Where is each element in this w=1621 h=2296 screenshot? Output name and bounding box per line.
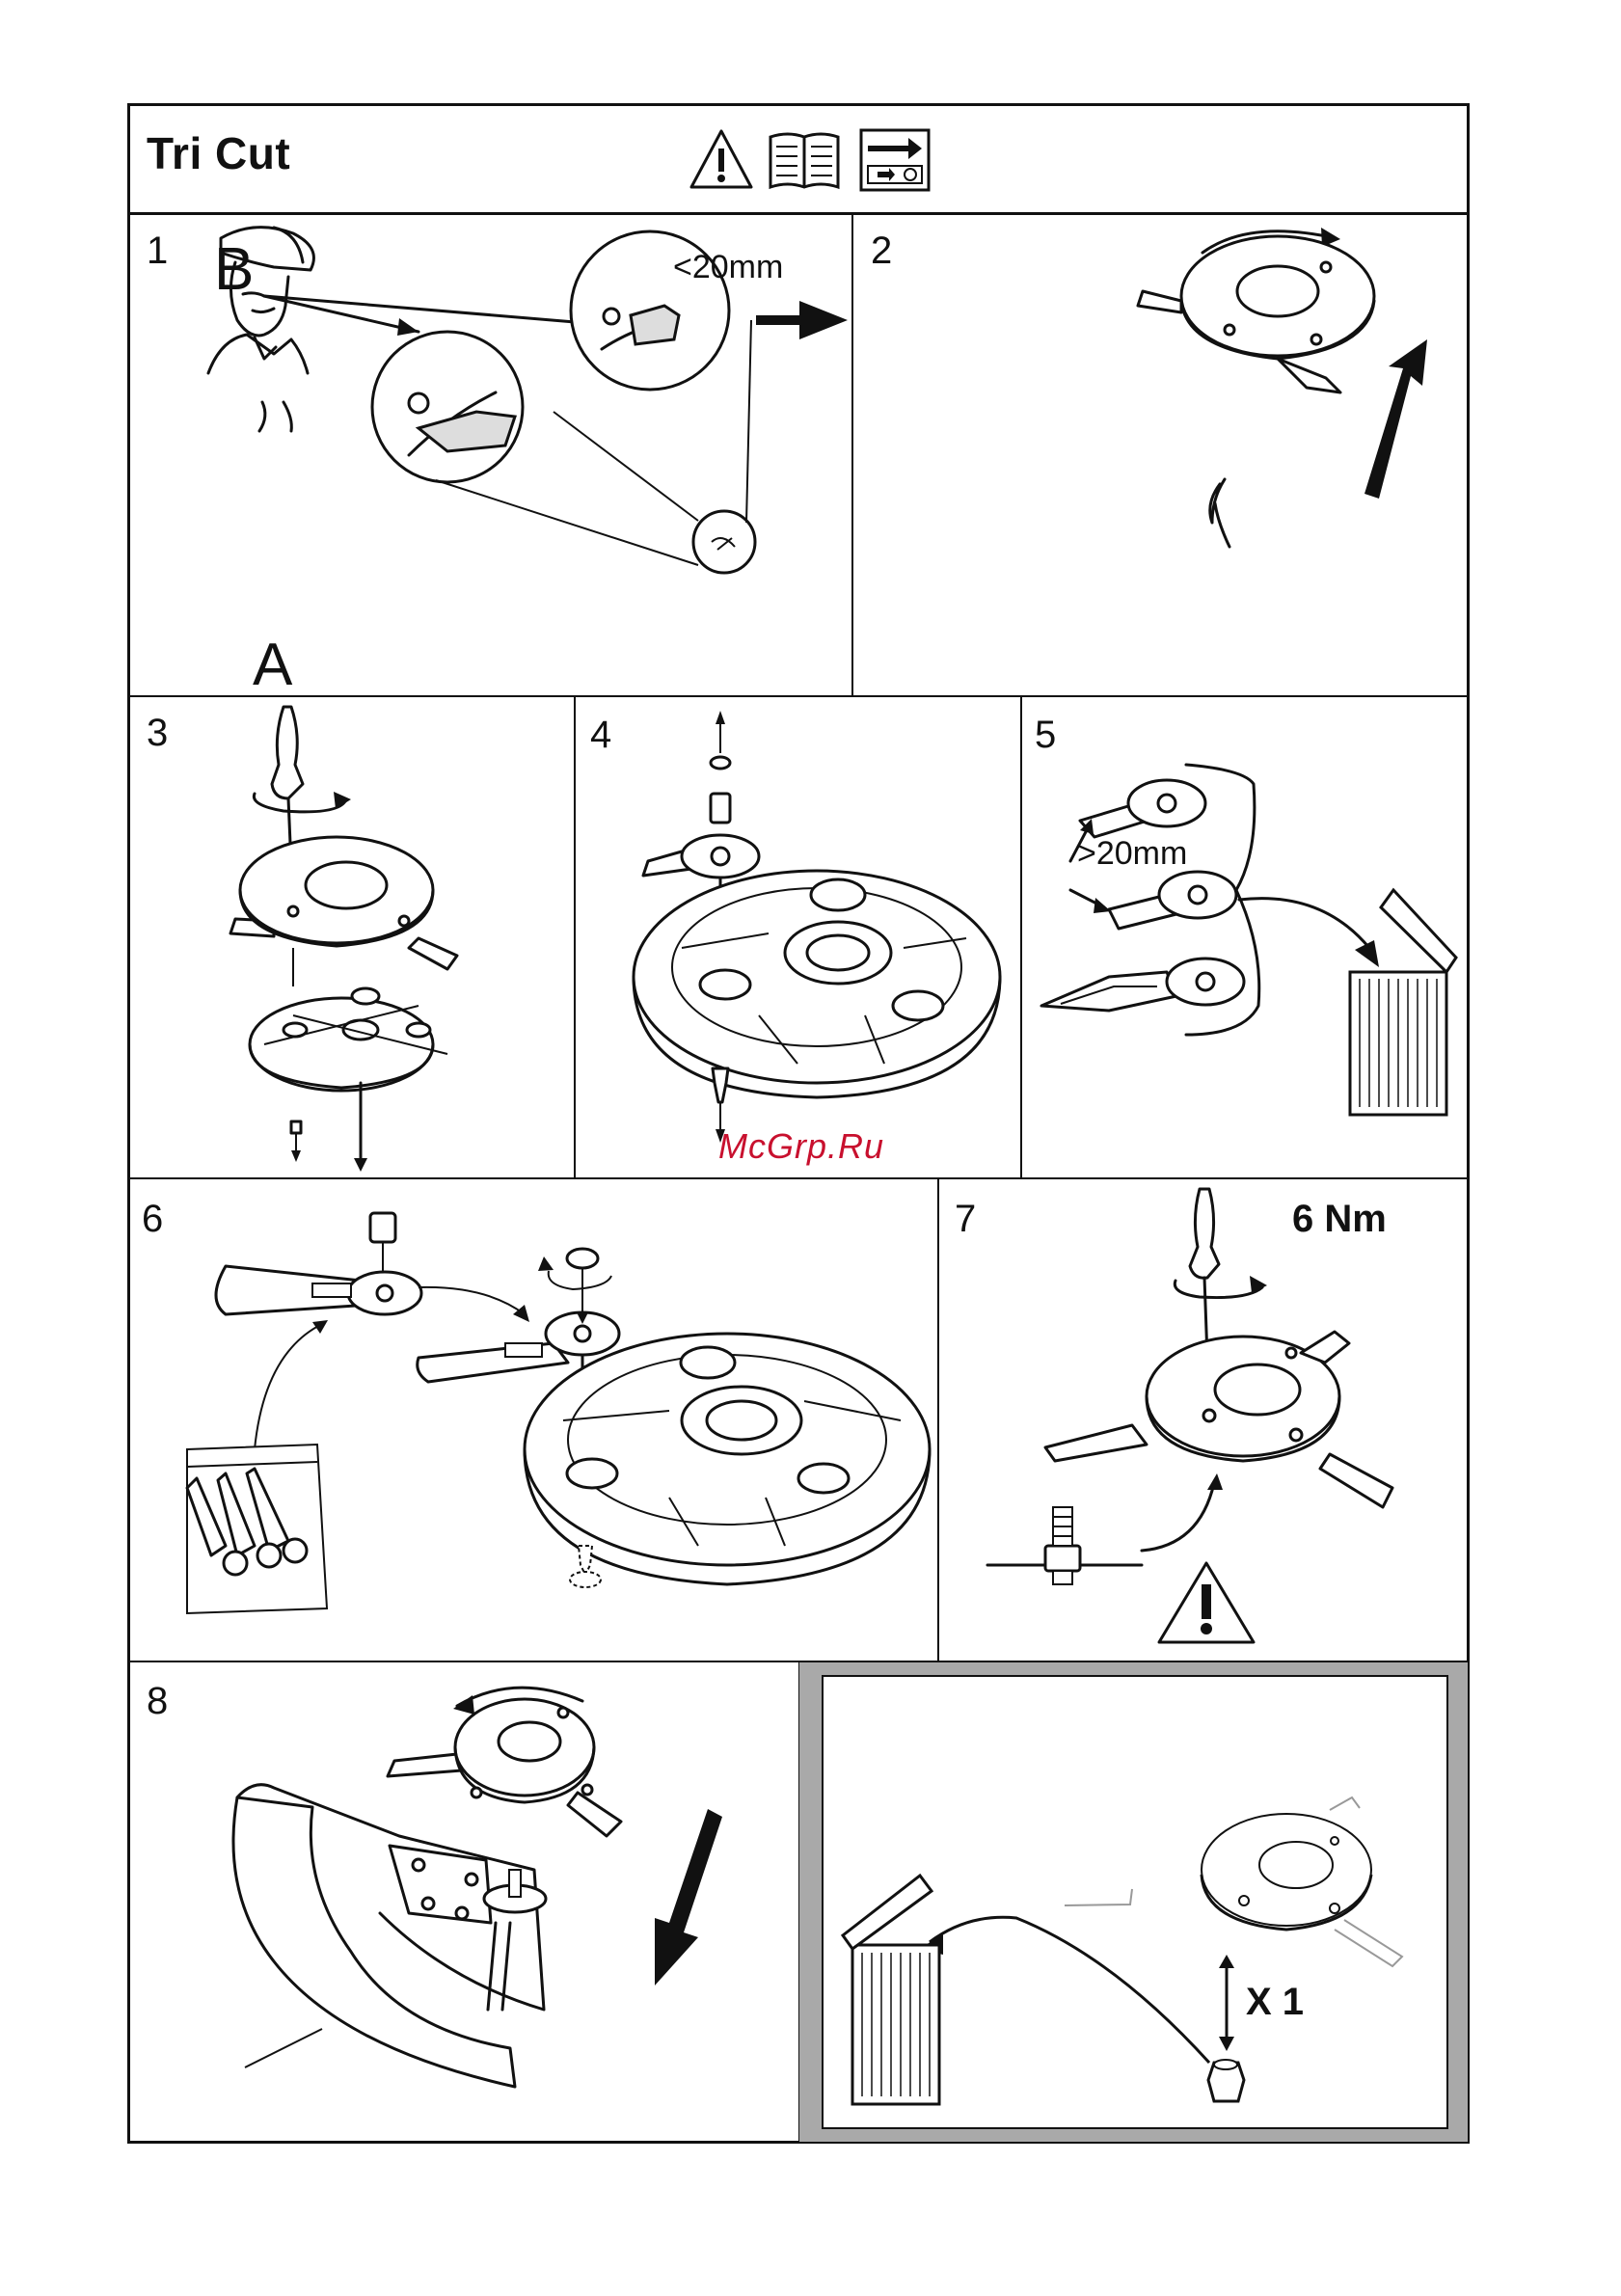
label-a: A [253,631,292,699]
watermark: McGrp.Ru [718,1126,884,1167]
header-icons-svg [689,127,935,191]
label-b: B [214,235,254,304]
panel-3-illustration [129,697,573,1176]
panel-7-illustration [939,1179,1468,1660]
warning-triangle-icon [691,131,751,187]
manual-book-icon [770,134,838,187]
label-torque: 6 Nm [1292,1198,1387,1241]
panel-9-illustration [824,1677,1446,2127]
panel-4-illustration [576,697,1019,1176]
panel-5-illustration [1022,697,1468,1176]
transport-arrow-icon [861,130,929,190]
page-title: Tri Cut [147,127,290,179]
panel-2-illustration [853,214,1468,695]
label-quantity: X 1 [1246,1981,1304,2024]
label-less-20mm: <20mm [673,249,783,286]
panel-8-illustration [129,1662,797,2141]
header-icons [689,127,935,191]
panel-6-illustration [129,1179,936,1660]
label-more-20mm: >20mm [1077,835,1187,873]
